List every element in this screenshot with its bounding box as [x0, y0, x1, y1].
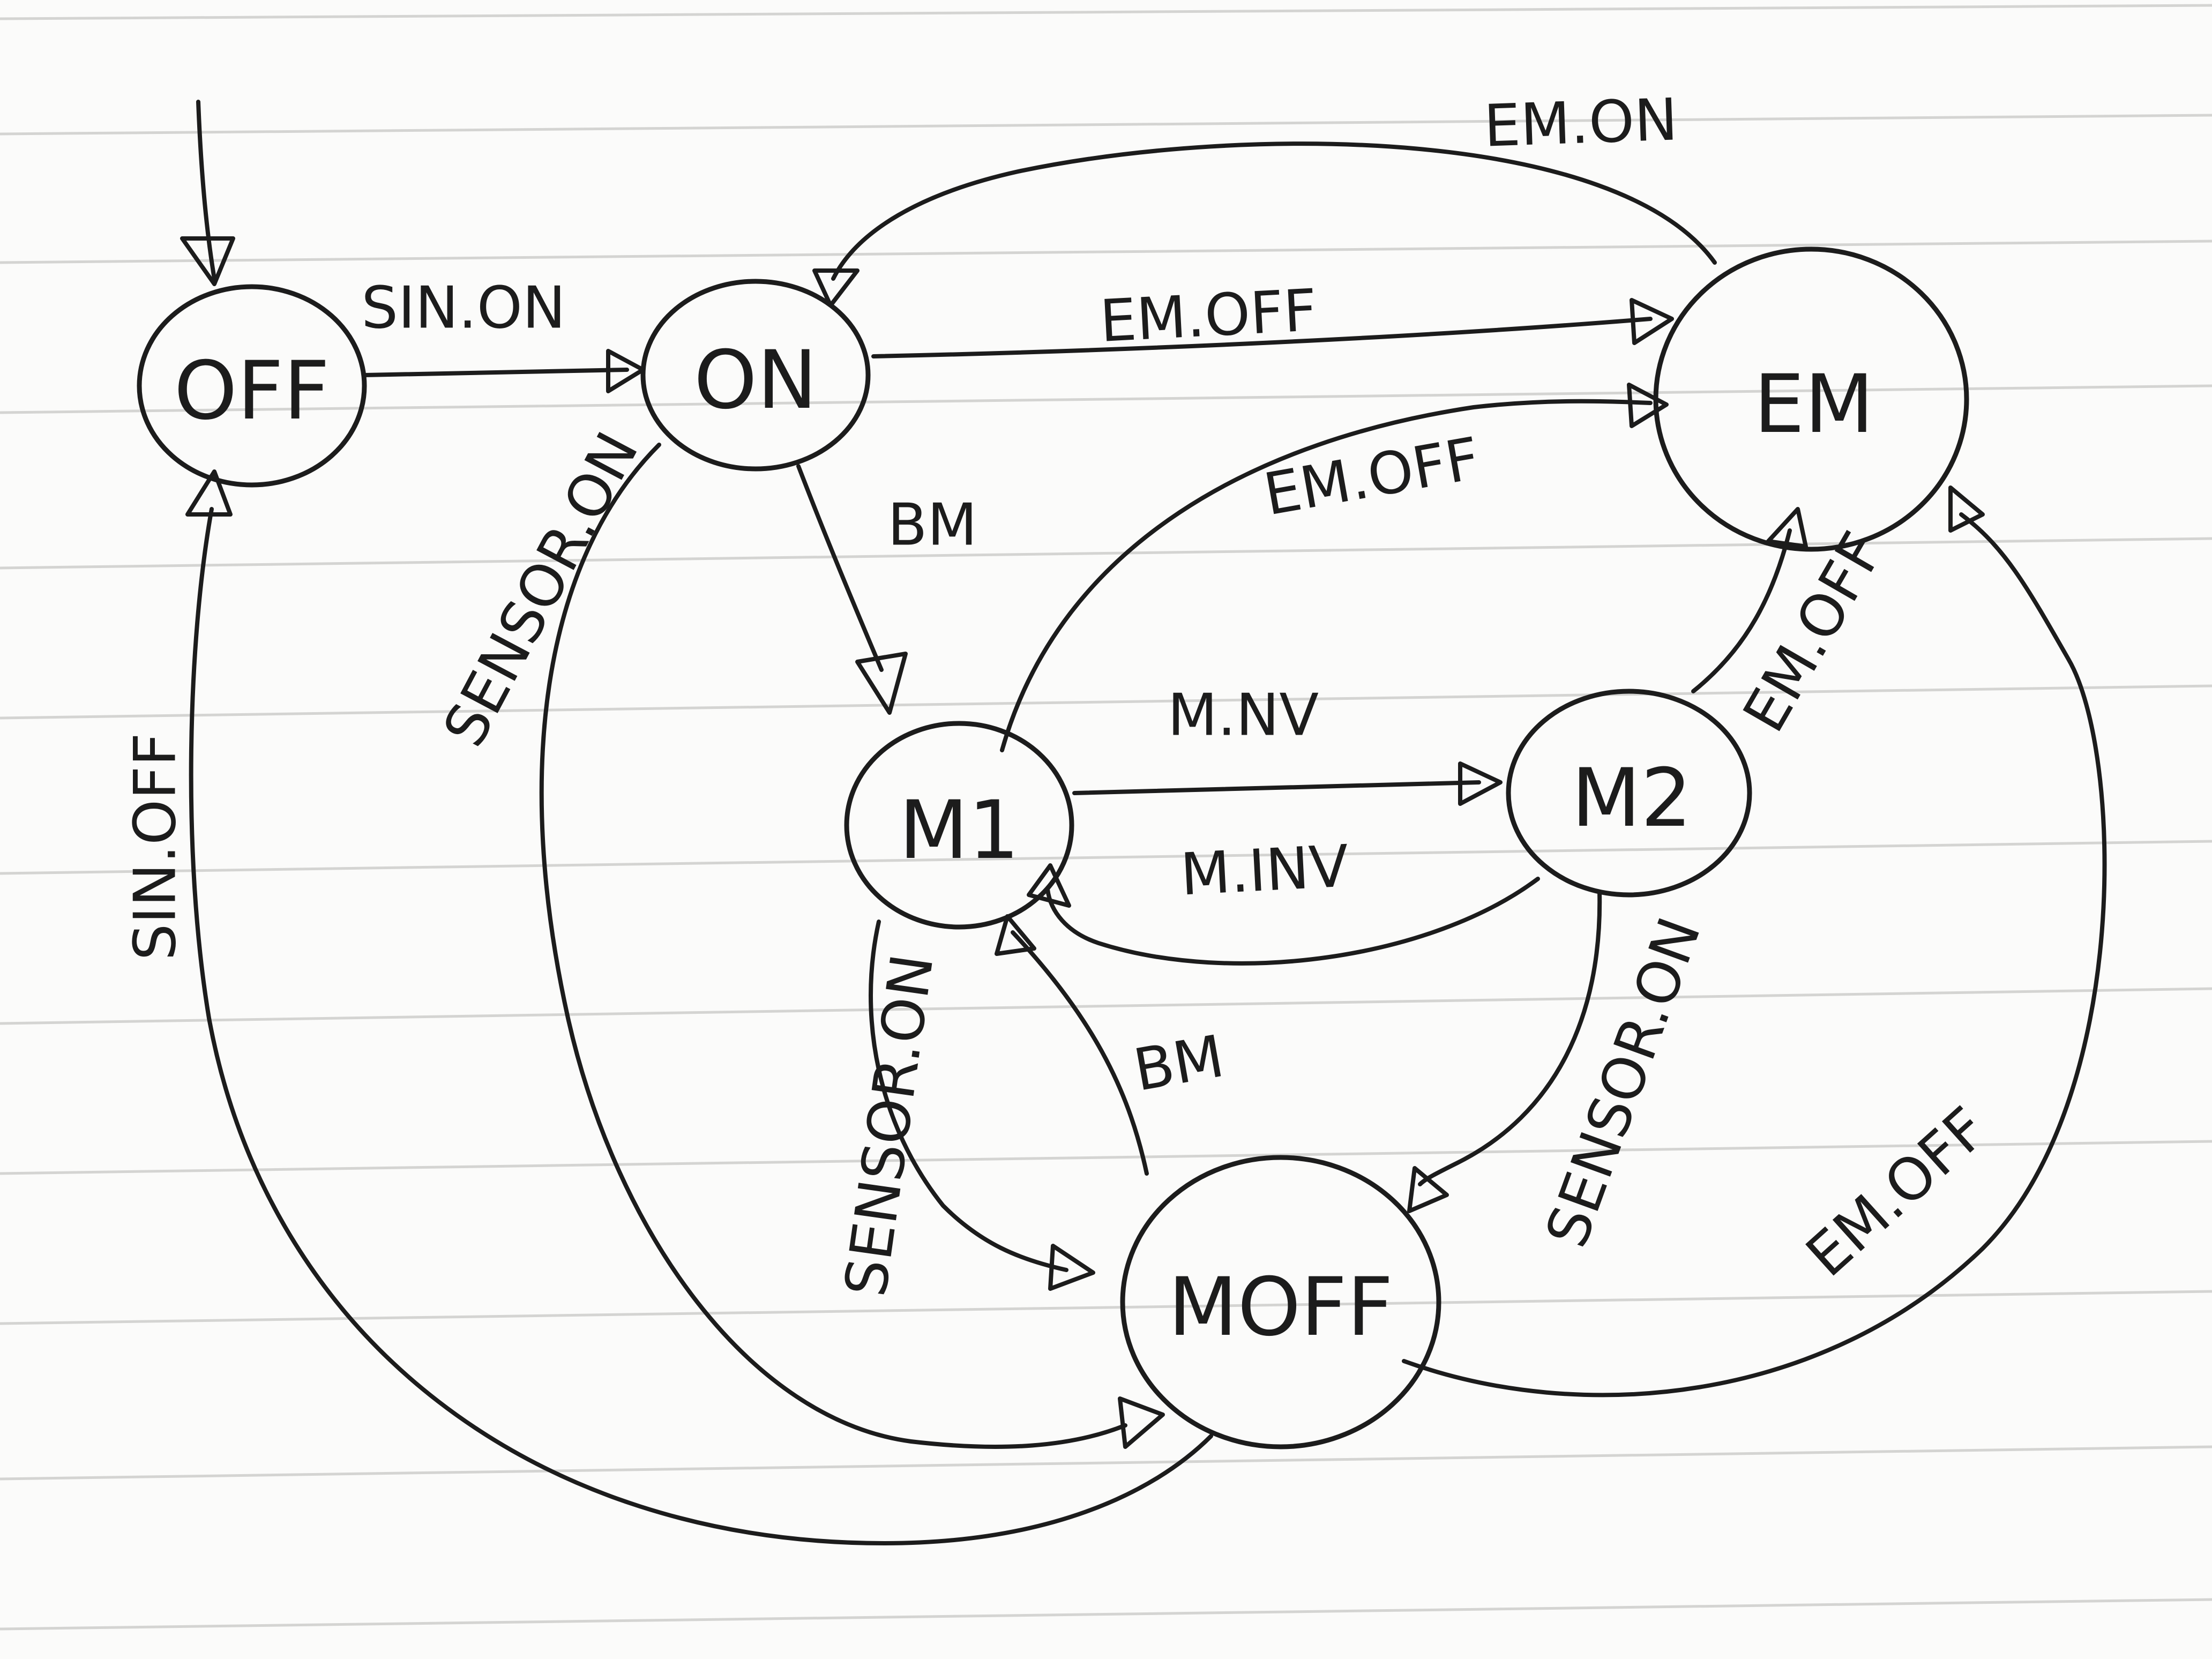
state-off: OFF	[137, 284, 367, 488]
state-on: ON	[640, 279, 871, 472]
transition-m2-m1: M.INV	[1027, 833, 1540, 966]
transition-label-em-on: EM.ON	[1483, 86, 1679, 160]
state-label-m1: M1	[899, 784, 1020, 877]
transition-em-on: EM.ON	[812, 86, 1717, 308]
state-moff: MOFF	[1120, 1155, 1441, 1449]
initial-arrow	[180, 100, 235, 286]
transition-label-m1-m2: M.NV	[1168, 682, 1319, 749]
transition-label-off-on: SIN.ON	[361, 275, 565, 342]
ruled-lines	[0, 4, 2212, 1631]
transition-label-m2-moff: SENSOR.ON	[1533, 909, 1714, 1256]
transition-m2-moff: SENSOR.ON	[1407, 890, 1714, 1256]
transition-m1-m2: M.NV	[1072, 682, 1503, 806]
state-em: EM	[1653, 246, 1969, 552]
transition-on-m1: BM	[796, 464, 977, 715]
state-label-moff: MOFF	[1168, 1261, 1393, 1354]
transition-label-m1-em: EM.OFF	[1259, 425, 1485, 528]
transition-label-on-moff: SENSOR.ON	[431, 422, 652, 757]
state-label-em: EM	[1754, 358, 1874, 451]
state-label-on: ON	[694, 334, 817, 427]
transition-label-moff-off: SIN.OFF	[122, 733, 189, 961]
transition-moff-off: SIN.OFF	[122, 469, 1213, 1545]
transition-off-on: SIN.ON	[361, 275, 645, 393]
transition-label-on-em: EM.OFF	[1098, 277, 1319, 355]
transition-label-m2-em: EM.OFF	[1731, 521, 1897, 743]
transition-label-m2-m1: M.INV	[1179, 833, 1350, 908]
state-m2: M2	[1506, 689, 1752, 898]
transition-label-moff-m1: BM	[1129, 1023, 1229, 1104]
state-m1: M1	[844, 721, 1074, 930]
transition-label-m1-moff: SENSOR.ON	[832, 950, 946, 1301]
transition-on-moff: SENSOR.ON	[431, 422, 1165, 1449]
transition-moff-m1: BM	[995, 914, 1229, 1176]
transition-label-on-m1: BM	[887, 492, 977, 559]
transition-on-em: EM.OFF	[871, 277, 1674, 358]
state-label-m2: M2	[1572, 752, 1692, 845]
state-label-off: OFF	[174, 345, 330, 438]
